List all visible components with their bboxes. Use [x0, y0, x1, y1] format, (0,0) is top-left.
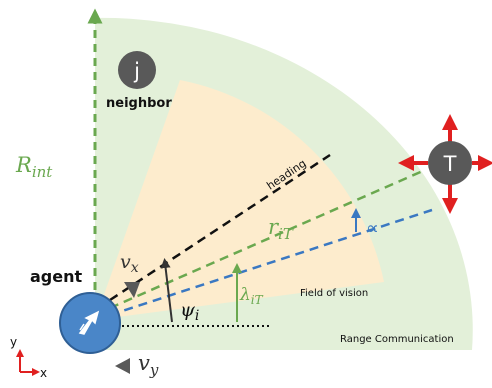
label-v-y: vy: [138, 351, 159, 379]
label-r-int-base: R: [15, 153, 32, 177]
field-of-vision-label: Field of vision: [300, 288, 368, 299]
label-psi-i: ψi: [180, 299, 199, 324]
label-alpha: ∝: [366, 218, 379, 239]
label-r-int: Rint: [15, 153, 53, 181]
label-v-x-sub: x: [131, 260, 139, 276]
range-communication-label: Range Communication: [340, 334, 454, 345]
label-psi-i-sub: i: [195, 308, 199, 324]
vy-direction-marker: [115, 358, 130, 374]
label-psi-i-base: ψ: [180, 299, 196, 321]
agent-icon: [78, 310, 100, 335]
label-v-x: vx: [120, 251, 139, 276]
axis-x-label: x: [40, 366, 47, 380]
label-r-it-base: r: [268, 215, 280, 239]
neighbor-label: neighbor: [106, 96, 172, 111]
label-r-it: riT: [268, 215, 294, 243]
neighbor-node: [118, 51, 156, 89]
label-lambda-it-sub: iT: [251, 293, 264, 307]
target-distance-line: [109, 168, 426, 310]
neighbor-letter: j: [133, 59, 140, 83]
axis-y-label: y: [10, 335, 17, 349]
target-letter: T: [443, 152, 457, 176]
agent-label: agent: [30, 267, 82, 286]
label-r-it-sub: iT: [278, 225, 294, 243]
label-r-int-sub: int: [32, 163, 53, 181]
label-v-y-base: v: [138, 351, 150, 375]
vx-direction-marker: [124, 282, 140, 298]
label-v-x-base: v: [120, 251, 131, 273]
label-lambda-it-base: λ: [239, 285, 251, 305]
heading-angle-arrow: [160, 258, 173, 323]
label-v-y-sub: y: [149, 361, 159, 379]
target-node: [428, 141, 472, 185]
label-lambda-it: λiT: [239, 285, 264, 307]
velocity-direction-line: [109, 208, 433, 317]
